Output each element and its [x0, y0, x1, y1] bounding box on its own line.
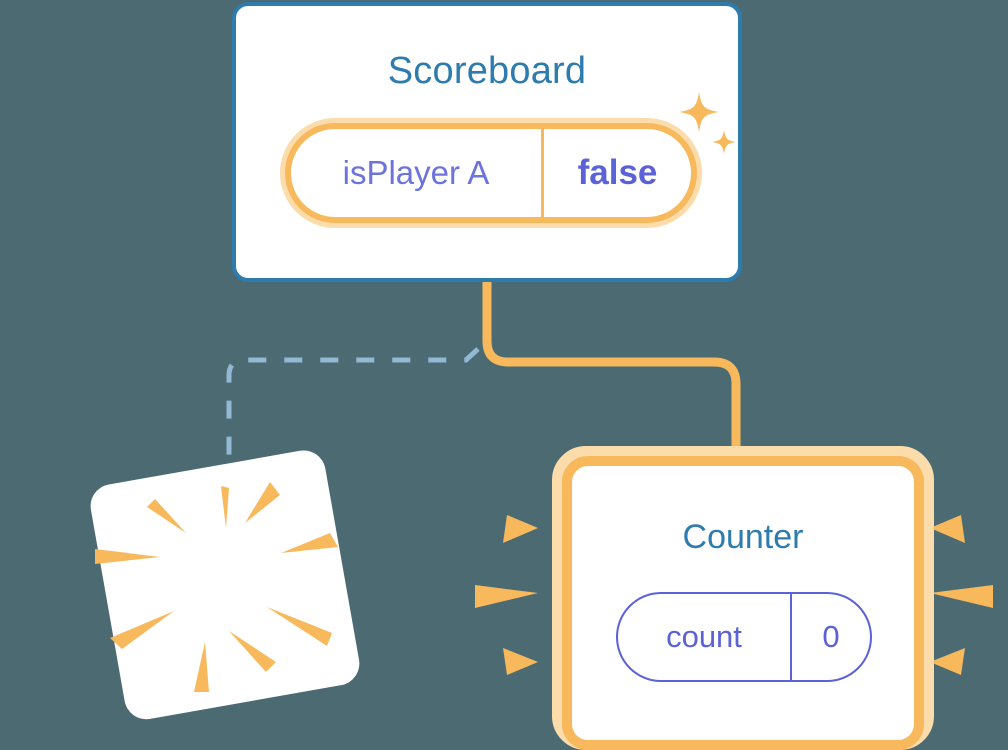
scoreboard-state-key: isPlayer A: [342, 154, 490, 191]
scoreboard-card[interactable]: Scoreboard isPlayer A false: [232, 2, 742, 282]
burst-rays-radial: [95, 482, 338, 692]
pill-divider: [790, 594, 792, 680]
counter-title: Counter: [682, 518, 804, 556]
blank-rotated-card[interactable]: [84, 450, 364, 720]
dashed-connector-path: [226, 347, 480, 468]
blank-card-surface[interactable]: [87, 450, 363, 720]
counter-state-value: 0: [822, 619, 840, 654]
scoreboard-state-value: false: [577, 153, 658, 192]
counter-state-pill[interactable]: count 0: [616, 592, 872, 682]
pill-divider: [541, 129, 544, 217]
scoreboard-state-pill[interactable]: isPlayer A false: [280, 118, 702, 228]
scoreboard-title: Scoreboard: [387, 50, 587, 92]
counter-card[interactable]: Counter count 0: [562, 456, 924, 750]
orange-connector-path: [482, 280, 741, 470]
counter-state-key: count: [666, 619, 742, 654]
pill-body[interactable]: isPlayer A false: [285, 123, 697, 223]
